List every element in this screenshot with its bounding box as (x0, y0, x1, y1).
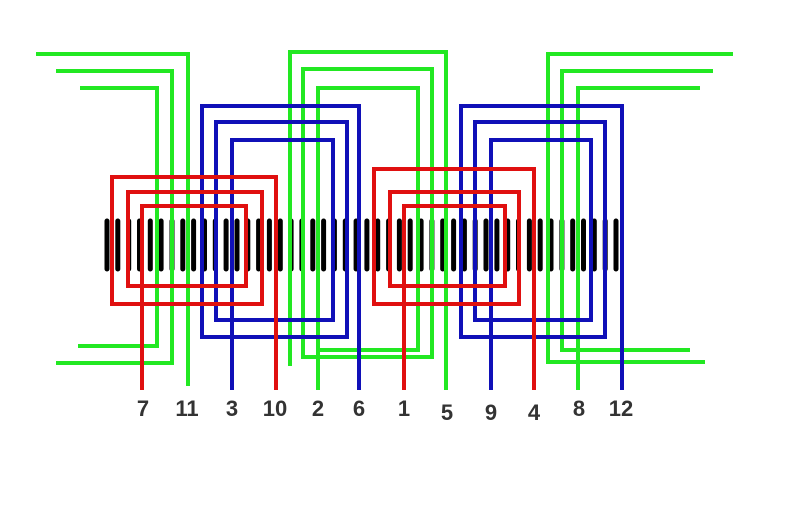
green-coil-left-mid (56, 69, 174, 365)
terminal-label-7: 7 (137, 396, 149, 421)
green-coil-right-outer (546, 52, 733, 364)
terminal-label-12: 12 (609, 396, 633, 421)
red-coil-1 (110, 175, 278, 390)
terminal-label-4: 4 (528, 400, 541, 425)
terminal-label-9: 9 (485, 400, 497, 425)
green-coil-mid-mid (301, 67, 434, 359)
red-coil-2 (372, 167, 536, 390)
terminal-label-8: 8 (573, 396, 585, 421)
stator-slots (104, 218, 619, 272)
blue-coil-2-outer (459, 104, 624, 390)
green-coil-mid-outer (288, 50, 448, 390)
green-coil-mid-inner (316, 86, 420, 390)
green-coil-left-inner (78, 86, 159, 348)
terminal-label-3: 3 (226, 396, 238, 421)
terminal-label-5: 5 (441, 400, 453, 425)
red-coils (110, 167, 536, 390)
terminal-label-11: 11 (175, 396, 198, 421)
terminal-labels: 7 11 3 10 2 6 1 5 9 4 8 12 (137, 396, 633, 425)
green-coil-right-mid (560, 69, 713, 352)
terminal-label-1: 1 (398, 396, 410, 421)
terminal-label-2: 2 (312, 396, 324, 421)
blue-coil-1-outer (200, 104, 361, 390)
green-coil-right-inner (576, 86, 700, 390)
green-coil-left-outer (36, 52, 190, 386)
blue-coils (200, 104, 624, 390)
terminal-label-10: 10 (263, 396, 287, 421)
green-coils (36, 50, 733, 390)
terminal-label-6: 6 (353, 396, 365, 421)
